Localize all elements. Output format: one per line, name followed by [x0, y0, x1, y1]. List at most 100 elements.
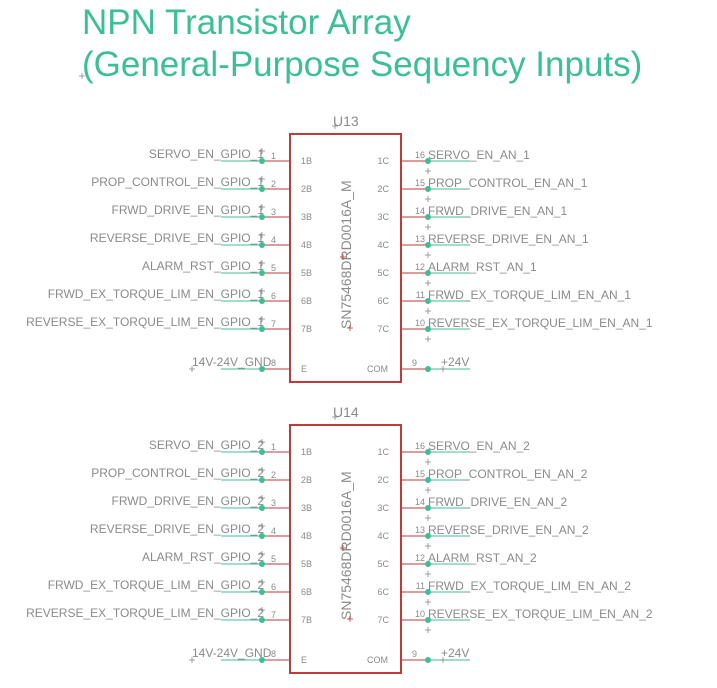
chip-refdes: U13 — [333, 113, 359, 129]
gnd-net-label[interactable]: 14V-24V_GND — [192, 646, 272, 660]
net-label[interactable]: PROP_CONTROL_EN_AN_2 — [428, 467, 588, 481]
net-label[interactable]: FRWD_DRIVE_EN_GPIO_1 — [112, 203, 265, 217]
title-line-1: NPN Transistor Array — [82, 3, 411, 42]
junction-dot — [259, 449, 265, 455]
label-origin-cross-icon — [259, 288, 265, 294]
label-origin-cross-icon — [259, 467, 265, 473]
value-origin-cross-icon — [347, 325, 353, 331]
net-label[interactable]: FRWD_DRIVE_EN_AN_2 — [428, 495, 567, 509]
junction-dot — [259, 561, 265, 567]
pin-number: 14 — [415, 206, 425, 216]
pin-name: 7B — [301, 615, 312, 625]
label-origin-cross-icon — [425, 571, 431, 577]
net-label[interactable]: FRWD_EX_TORQUE_LIM_EN_GPIO_1 — [48, 287, 265, 301]
chip-body[interactable] — [289, 133, 402, 383]
net-label[interactable]: FRWD_EX_TORQUE_LIM_EN_AN_2 — [428, 579, 631, 593]
net-label[interactable]: PROP_CONTROL_EN_GPIO_2 — [91, 466, 264, 480]
pin-name: 4B — [301, 531, 312, 541]
net-label[interactable]: ALARM_RST_AN_1 — [428, 260, 537, 274]
pin-name: 6B — [301, 587, 312, 597]
net-label[interactable]: REVERSE_DRIVE_EN_GPIO_2 — [90, 522, 264, 536]
chip-part-value: SN75468DRD0016A_M — [338, 180, 354, 329]
net-label[interactable]: FRWD_EX_TORQUE_LIM_EN_AN_1 — [428, 288, 631, 302]
net-label[interactable]: ALARM_RST_AN_2 — [428, 551, 537, 565]
pin-number: 8 — [271, 649, 276, 659]
part-origin-cross-icon — [340, 545, 346, 551]
junction-dot — [425, 326, 431, 332]
net-label[interactable]: FRWD_EX_TORQUE_LIM_EN_GPIO_2 — [48, 578, 265, 592]
pin-number: 5 — [271, 554, 276, 564]
junction-dot — [425, 561, 431, 567]
net-label[interactable]: FRWD_DRIVE_EN_GPIO_2 — [112, 494, 265, 508]
net-label[interactable]: SERVO_EN_GPIO_2 — [149, 438, 264, 452]
net-label[interactable]: PROP_CONTROL_EN_AN_1 — [428, 176, 588, 190]
com-net-label[interactable]: +24V — [441, 646, 469, 660]
gnd-net-label[interactable]: 14V-24V_GND — [192, 355, 272, 369]
net-label[interactable]: REVERSE_DRIVE_EN_GPIO_1 — [90, 231, 264, 245]
label-origin-cross-icon — [425, 599, 431, 605]
pin-number: 9 — [412, 649, 417, 659]
net-label[interactable]: ALARM_RST_GPIO_2 — [142, 550, 264, 564]
refdes-origin-cross-icon — [332, 414, 338, 420]
net-label[interactable]: REVERSE_DRIVE_EN_AN_2 — [428, 523, 589, 537]
pin-name: 2C — [377, 475, 389, 485]
net-label[interactable]: REVERSE_EX_TORQUE_LIM_EN_AN_2 — [428, 607, 653, 621]
chip-body[interactable] — [289, 424, 402, 674]
net-label[interactable]: FRWD_DRIVE_EN_AN_1 — [428, 204, 567, 218]
label-origin-cross-icon — [259, 232, 265, 238]
net-label[interactable]: REVERSE_DRIVE_EN_AN_1 — [428, 232, 589, 246]
pin-name: COM — [367, 364, 388, 374]
com-net-label[interactable]: +24V — [441, 355, 469, 369]
title-line-2: (General-Purpose Sequency Inputs) — [82, 45, 642, 84]
net-label[interactable]: REVERSE_EX_TORQUE_LIM_EN_GPIO_2 — [26, 606, 264, 620]
junction-dot — [259, 326, 265, 332]
pin-name: 5B — [301, 268, 312, 278]
net-label[interactable]: ALARM_RST_GPIO_1 — [142, 259, 264, 273]
net-label[interactable]: SERVO_EN_AN_2 — [428, 439, 530, 453]
net-label[interactable]: REVERSE_EX_TORQUE_LIM_EN_AN_1 — [428, 316, 653, 330]
pin-name: 6B — [301, 296, 312, 306]
net-label[interactable]: REVERSE_EX_TORQUE_LIM_EN_GPIO_1 — [26, 315, 264, 329]
net-label[interactable]: SERVO_EN_GPIO_1 — [149, 147, 264, 161]
pin-number: 2 — [271, 470, 276, 480]
net-label[interactable]: SERVO_EN_AN_1 — [428, 148, 530, 162]
pin-name: 2B — [301, 184, 312, 194]
label-origin-cross-icon — [425, 308, 431, 314]
label-origin-cross-icon — [425, 224, 431, 230]
net-label[interactable]: PROP_CONTROL_EN_GPIO_1 — [91, 175, 264, 189]
